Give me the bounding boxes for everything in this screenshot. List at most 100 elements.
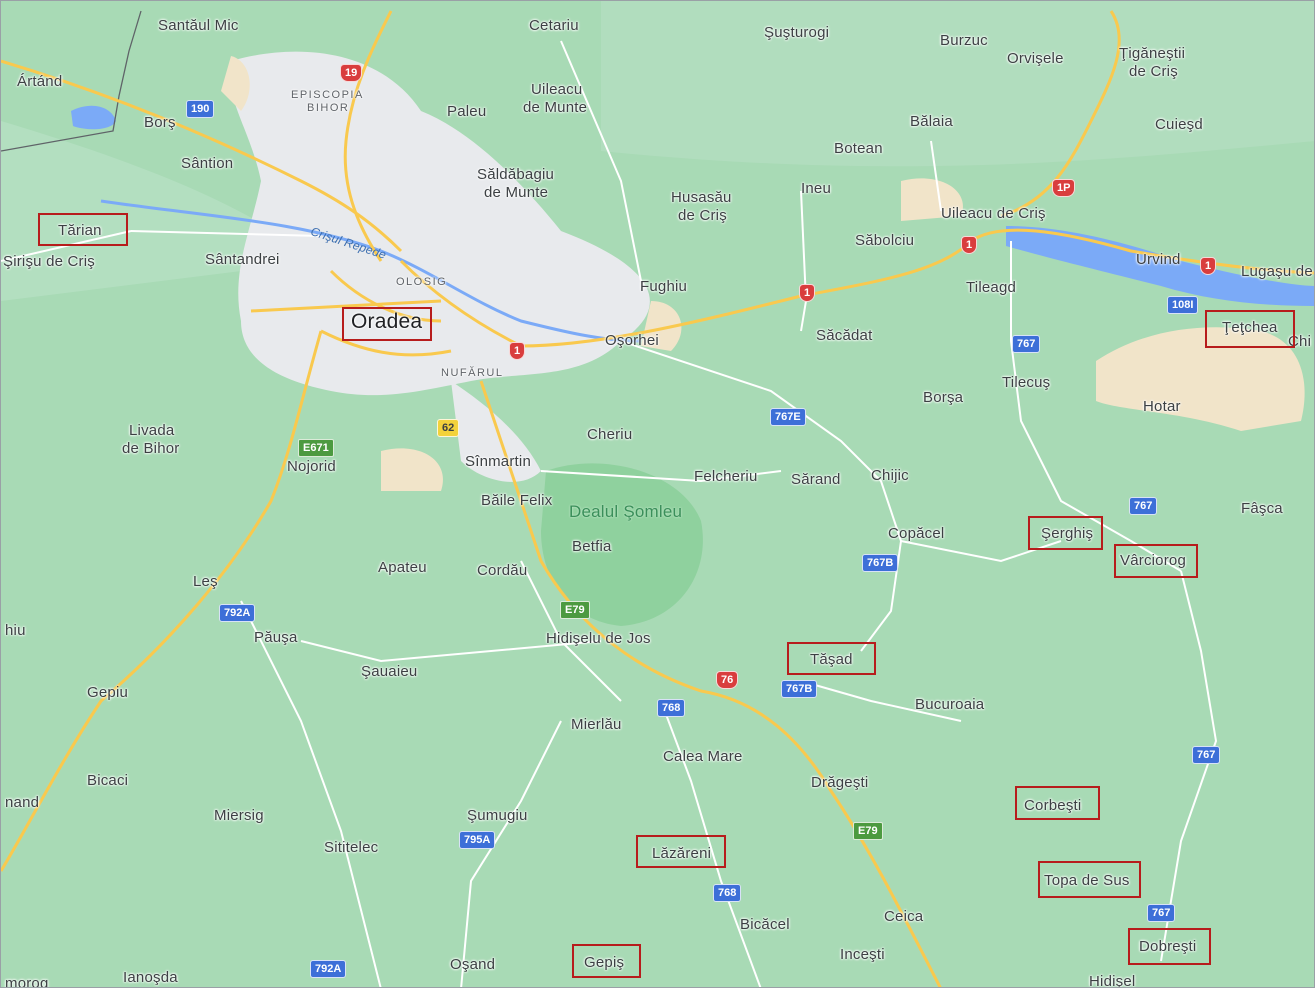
- road-shield-792a-south: 792A: [310, 960, 347, 978]
- place-bucuroaia[interactable]: Bucuroaia: [915, 696, 985, 713]
- place-artand[interactable]: Ártánd: [17, 73, 63, 90]
- place-tarian[interactable]: Tărian: [58, 222, 102, 239]
- place-osorhei[interactable]: Oşorhei: [605, 332, 659, 349]
- place-sacadat[interactable]: Săcădat: [816, 327, 873, 344]
- place-morog[interactable]: morog: [5, 975, 49, 988]
- road-shield-767b-tasad: 767B: [781, 680, 818, 698]
- place-cheriu[interactable]: Cheriu: [587, 426, 633, 443]
- road-shield-768-mierlau: 768: [657, 699, 686, 717]
- place-calea-mare[interactable]: Calea Mare: [663, 748, 743, 765]
- place-apateu[interactable]: Apateu: [378, 559, 427, 576]
- place-hiu[interactable]: hiu: [5, 622, 26, 639]
- place-felcheriu[interactable]: Felcheriu: [694, 468, 758, 485]
- highlight-box-oradea: [342, 307, 432, 341]
- place-bicaci[interactable]: Bicaci: [87, 772, 129, 789]
- place-pausa[interactable]: Păuşa: [254, 629, 298, 646]
- road-shield-1p: 1P: [1052, 179, 1076, 197]
- road-shield-19: 19: [340, 64, 363, 82]
- place-santandrei[interactable]: Sântandrei: [205, 251, 280, 268]
- place-ianosda[interactable]: Ianoşda: [123, 969, 178, 986]
- place-borsa[interactable]: Borşa: [923, 389, 964, 406]
- place-botean[interactable]: Botean: [834, 140, 883, 157]
- place-sumugiu[interactable]: Şumugiu: [467, 807, 528, 824]
- place-chijic[interactable]: Chijic: [871, 467, 909, 484]
- place-gepiu[interactable]: Gepiu: [87, 684, 129, 701]
- place-uileacu-de-cris[interactable]: Uileacu de Criş: [941, 205, 1046, 222]
- place-hotar[interactable]: Hotar: [1143, 398, 1181, 415]
- place-saldabagiu[interactable]: Săldăbagiu: [477, 166, 555, 183]
- place-bicacel[interactable]: Bicăcel: [740, 916, 790, 933]
- place-tiganestii[interactable]: Ţigăneştii: [1119, 45, 1186, 62]
- district-olosig[interactable]: OLOSIG: [396, 276, 448, 288]
- place-sirisu-de-cris[interactable]: Şirişu de Criş: [3, 253, 95, 270]
- road-shield-767b-copacel: 767B: [862, 554, 899, 572]
- place-hidiselu-de-jos[interactable]: Hidişelu de Jos: [546, 630, 651, 647]
- place-santion[interactable]: Sântion: [181, 155, 234, 172]
- place-oradea[interactable]: Oradea: [351, 310, 423, 333]
- place-dobresti[interactable]: Dobreşti: [1139, 938, 1197, 955]
- place-ineu[interactable]: Ineu: [801, 180, 831, 197]
- place-orvisele[interactable]: Orvişele: [1007, 50, 1064, 67]
- place-osand[interactable]: Oşand: [450, 956, 496, 973]
- place-serghis[interactable]: Şerghiş: [1041, 525, 1094, 542]
- place-ceica[interactable]: Ceica: [884, 908, 924, 925]
- road-shield-767-fasca: 767: [1129, 497, 1158, 515]
- place-mierlau[interactable]: Mierlău: [571, 716, 622, 733]
- place-fughiu[interactable]: Fughiu: [640, 278, 688, 295]
- place-uileacu-de-munte[interactable]: Uileacu: [531, 81, 583, 98]
- place-paleu[interactable]: Paleu: [447, 103, 487, 120]
- road-shield-767-tileagd: 767: [1012, 335, 1041, 353]
- road-shield-768-bicacel: 768: [713, 884, 742, 902]
- place-cordau[interactable]: Cordău: [477, 562, 528, 579]
- place-livada[interactable]: Livada: [129, 422, 175, 439]
- place-sauaieu[interactable]: Şauaieu: [361, 663, 418, 680]
- place-baile-felix[interactable]: Băile Felix: [481, 492, 553, 509]
- place-urvind[interactable]: Urvind: [1136, 251, 1181, 268]
- place-husasau-line2: de Criş: [678, 207, 727, 224]
- place-sititelec[interactable]: Sititelec: [324, 839, 379, 856]
- place-betfia[interactable]: Betfia: [572, 538, 612, 555]
- place-miersig[interactable]: Miersig: [214, 807, 264, 824]
- place-sinmartin[interactable]: Sînmartin: [465, 453, 531, 470]
- place-copacel[interactable]: Copăcel: [888, 525, 945, 542]
- landmark-dealul-somleu[interactable]: Dealul Şomleu: [569, 502, 683, 521]
- place-susturogi[interactable]: Şuşturogi: [764, 24, 830, 41]
- place-cuiesd[interactable]: Cuieşd: [1155, 116, 1203, 133]
- road-shield-767-corbesti: 767: [1192, 746, 1221, 764]
- place-tetchea[interactable]: Ţeţchea: [1222, 319, 1278, 336]
- place-uileacu-de-munte-line2: de Munte: [523, 99, 588, 116]
- place-tilecus[interactable]: Tilecuş: [1002, 374, 1051, 391]
- place-nand[interactable]: nand: [5, 794, 40, 811]
- place-topa-de-sus[interactable]: Topa de Sus: [1044, 872, 1130, 889]
- place-sarand[interactable]: Sărand: [791, 471, 841, 488]
- place-gepis[interactable]: Gepiş: [584, 954, 625, 971]
- highlight-box-lazareni: [636, 835, 726, 868]
- highlight-box-topa-de-sus: [1038, 861, 1141, 898]
- district-episcopia-bihor[interactable]: EPISCOPIA: [291, 89, 364, 101]
- place-lazareni[interactable]: Lăzăreni: [652, 845, 712, 862]
- place-corbesti[interactable]: Corbeşti: [1024, 797, 1082, 814]
- place-dragesti[interactable]: Drăgeşti: [811, 774, 869, 791]
- district-nufarul[interactable]: NUFĂRUL: [441, 367, 504, 379]
- place-sabolciu[interactable]: Săbolciu: [855, 232, 915, 249]
- place-husasau[interactable]: Husasău: [671, 189, 732, 206]
- place-burzuc[interactable]: Burzuc: [940, 32, 988, 49]
- highlight-box-tarian: [38, 213, 128, 246]
- place-hidisel[interactable]: Hidişel: [1089, 973, 1136, 988]
- place-lugasu[interactable]: Lugaşu de: [1241, 263, 1313, 280]
- place-fasca[interactable]: Fâşca: [1241, 500, 1283, 517]
- place-bors[interactable]: Borş: [144, 114, 176, 131]
- place-incesti[interactable]: Inceşti: [840, 946, 885, 963]
- place-varciorog[interactable]: Vârciorog: [1120, 552, 1186, 569]
- place-les[interactable]: Leş: [193, 573, 218, 590]
- highlight-box-tasad: [787, 642, 876, 675]
- place-tasad[interactable]: Tăşad: [810, 651, 853, 668]
- place-nojorid[interactable]: Nojorid: [287, 458, 336, 475]
- place-balaia[interactable]: Bălaia: [910, 113, 953, 130]
- place-cetariu[interactable]: Cetariu: [529, 17, 579, 34]
- place-santaul-mic[interactable]: Santăul Mic: [158, 17, 239, 34]
- place-tileagd[interactable]: Tileagd: [966, 279, 1017, 296]
- highlight-box-gepis: [572, 944, 641, 978]
